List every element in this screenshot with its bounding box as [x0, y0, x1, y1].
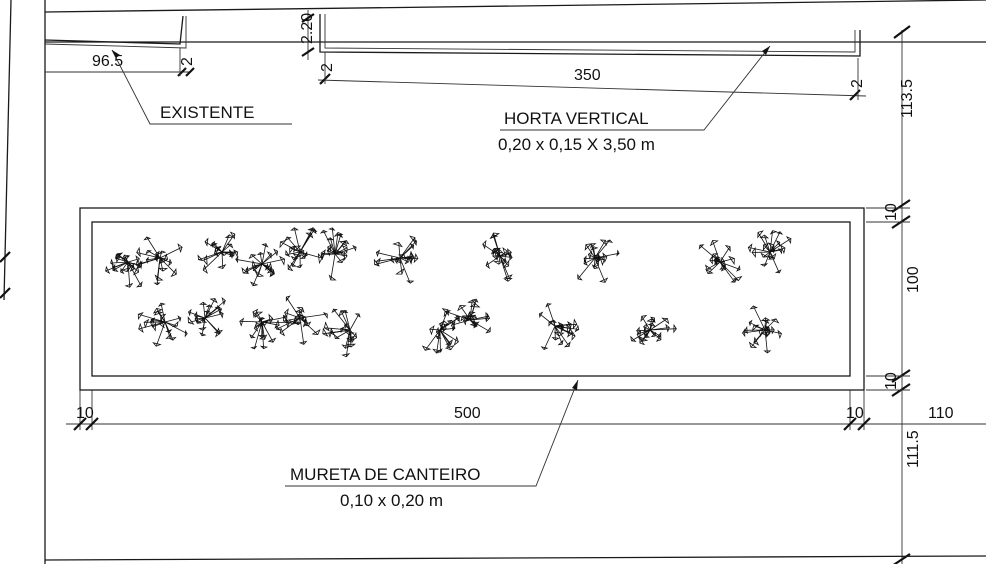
- dim-horta-depth: 2.20: [299, 13, 316, 44]
- plant-cluster: [538, 303, 580, 350]
- planter-vegetation: [105, 227, 792, 358]
- label-horta-vertical: HORTA VERTICAL: [504, 109, 649, 128]
- dim-wall-bottom: 10: [883, 372, 900, 390]
- far-left-tick: [0, 251, 11, 263]
- plant-cluster: [577, 239, 620, 283]
- dim-horta-gap-left: 2: [319, 63, 336, 72]
- dim-top-offset: 113.5: [899, 79, 916, 118]
- plant-cluster: [239, 308, 290, 350]
- plant-cluster: [443, 298, 491, 334]
- existing-element: [44, 15, 187, 49]
- plant-cluster: [630, 314, 677, 346]
- plant-cluster: [421, 308, 460, 354]
- label-mureta-size: 0,10 x 0,20 m: [340, 491, 443, 510]
- dimension-horta-length: [317, 52, 867, 101]
- plant-cluster: [135, 236, 183, 286]
- planter-bed: [79, 207, 865, 391]
- label-existente: EXISTENTE: [160, 103, 254, 122]
- plant-cluster: [197, 231, 239, 274]
- dim-horta-gap-right: 2: [849, 79, 866, 88]
- leader-mureta: [285, 379, 579, 487]
- leader-existente: [111, 49, 292, 125]
- dim-existente-gap: 2: [179, 57, 196, 66]
- dim-bottom-offset: 111.5: [905, 430, 922, 468]
- dim-wall-left: 10: [76, 405, 94, 422]
- plant-cluster: [279, 227, 323, 272]
- plant-cluster: [235, 243, 286, 287]
- dimension-horta-depth: [301, 10, 315, 60]
- far-left-edge-line: [3, 0, 12, 301]
- plant-cluster: [137, 302, 188, 347]
- plant-cluster: [275, 295, 328, 345]
- plant-cluster: [187, 297, 226, 338]
- plant-cluster: [742, 305, 782, 354]
- plant-cluster: [319, 227, 357, 281]
- plant-cluster: [698, 240, 743, 283]
- dim-wall-top: 10: [883, 203, 900, 221]
- bottom-wall-line: [44, 555, 986, 561]
- horta-vertical-box: [319, 14, 861, 57]
- dim-horta-length: 350: [574, 67, 601, 84]
- dimension-bottom-horizontal: [66, 390, 986, 431]
- dim-wall-right: 10: [846, 405, 864, 422]
- plant-cluster: [482, 232, 513, 282]
- plant-cluster: [747, 230, 792, 274]
- label-horta-size: 0,20 x 0,15 X 3,50 m: [498, 135, 655, 154]
- plant-cluster: [373, 235, 419, 284]
- dimension-existente-width: [45, 48, 195, 77]
- label-mureta: MURETA DE CANTEIRO: [290, 465, 480, 484]
- leader-horta-vertical: [500, 45, 771, 131]
- top-wall-line: [44, 0, 986, 13]
- plant-cluster: [322, 308, 361, 358]
- dim-bed-length: 500: [454, 405, 481, 422]
- plant-cluster: [105, 252, 143, 288]
- far-left-tick: [0, 287, 11, 299]
- dimension-right-vertical: [866, 25, 911, 564]
- dim-side-offset: 110: [928, 405, 954, 422]
- dim-bed-depth: 100: [905, 266, 922, 293]
